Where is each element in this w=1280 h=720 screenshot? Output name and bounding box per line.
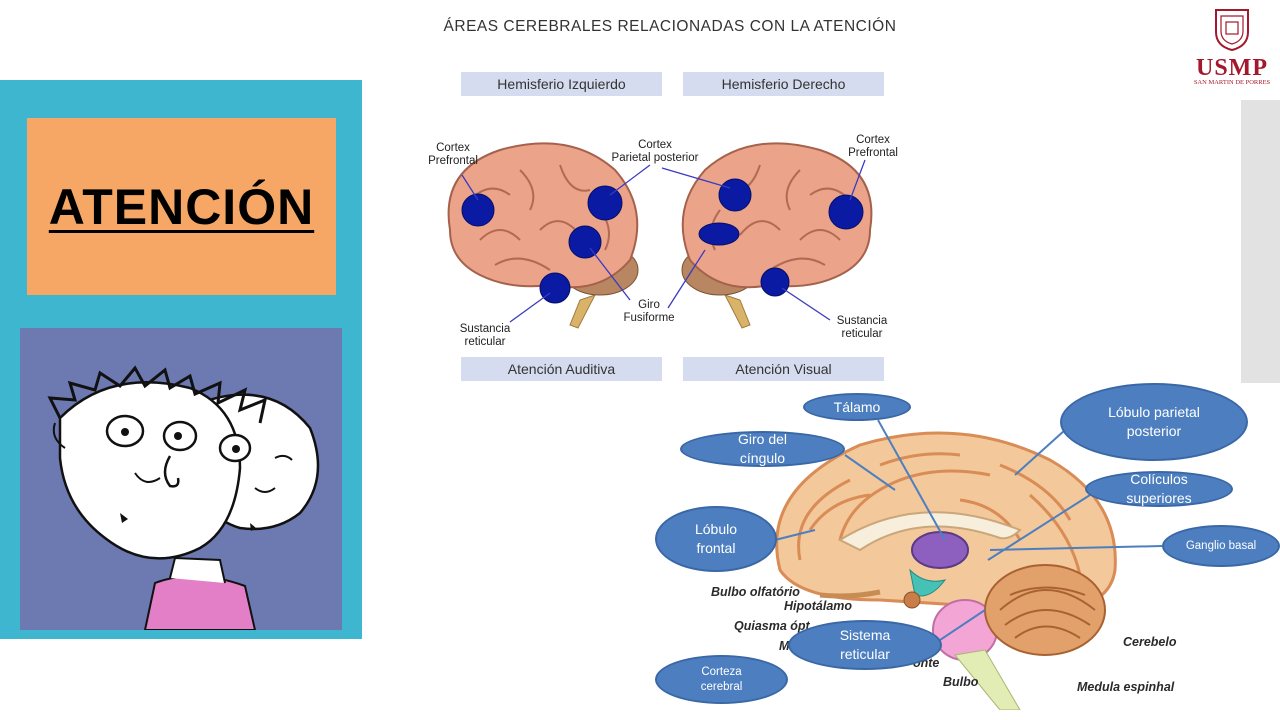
label-bulbo-olfatorio: Bulbo olfatório: [711, 585, 800, 599]
footer-visual: Atención Visual: [683, 357, 884, 381]
callout-corteza-cerebral: Corteza cerebral: [655, 655, 788, 704]
left-brain: [447, 142, 639, 329]
label-bulbo: Bulbo: [943, 675, 979, 689]
label-quiasma: Quiasma ópt: [734, 619, 810, 633]
label-cortex-parietal: Cortex Parietal posterior: [611, 139, 699, 164]
callout-talamo: Tálamo: [803, 393, 911, 421]
shield-icon: [1215, 9, 1249, 52]
callout-coliculos: Colículos superiores: [1085, 471, 1233, 507]
sagittal-brain-diagram: [775, 431, 1117, 710]
side-gray-bar: [1241, 100, 1280, 383]
hemispheres-diagram: [447, 142, 873, 329]
right-brain: [681, 142, 873, 329]
footer-auditory: Atención Auditiva: [461, 357, 662, 381]
label-cortex-prefrontal-right: Cortex Prefrontal: [848, 134, 898, 159]
callout-giro-cingulo: Giro del cíngulo: [680, 431, 845, 467]
diagram-title: ÁREAS CEREBRALES RELACIONADAS CON LA ATE…: [443, 18, 897, 35]
label-m: M: [779, 639, 790, 653]
usmp-logo: USMP SAN MARTIN DE PORRES: [1186, 6, 1278, 102]
leader-lines: [461, 159, 866, 323]
cartoon-illustration: [20, 328, 342, 630]
label-cortex-prefrontal-left: Cortex Prefrontal: [428, 142, 478, 167]
label-giro-fusiforme: Giro Fusiforme: [623, 299, 675, 324]
label-hipotalamo: Hipotálamo: [784, 599, 853, 613]
header-left-hemisphere: Hemisferio Izquierdo: [461, 72, 662, 96]
label-medula: Medula espinhal: [1077, 680, 1175, 694]
logo-subtitle: SAN MARTIN DE PORRES: [1193, 79, 1271, 86]
callout-ganglio-basal: Ganglio basal: [1162, 525, 1280, 567]
distracted-face-drawing: [47, 365, 320, 630]
callout-sistema-reticular: Sistema reticular: [788, 620, 942, 670]
logo-text: USMP: [1196, 55, 1268, 81]
label-sustancia-reticular-right: Sustancia reticular: [836, 315, 888, 340]
title-box: ATENCIÓN: [27, 118, 336, 295]
label-sustancia-reticular-left: Sustancia reticular: [459, 323, 511, 348]
callout-lobulo-frontal: Lóbulo frontal: [655, 506, 777, 572]
callout-lobulo-parietal: Lóbulo parietal posterior: [1060, 383, 1248, 461]
label-cerebelo: Cerebelo: [1123, 635, 1177, 649]
header-right-hemisphere: Hemisferio Derecho: [683, 72, 884, 96]
slide-title: ATENCIÓN: [48, 178, 315, 235]
